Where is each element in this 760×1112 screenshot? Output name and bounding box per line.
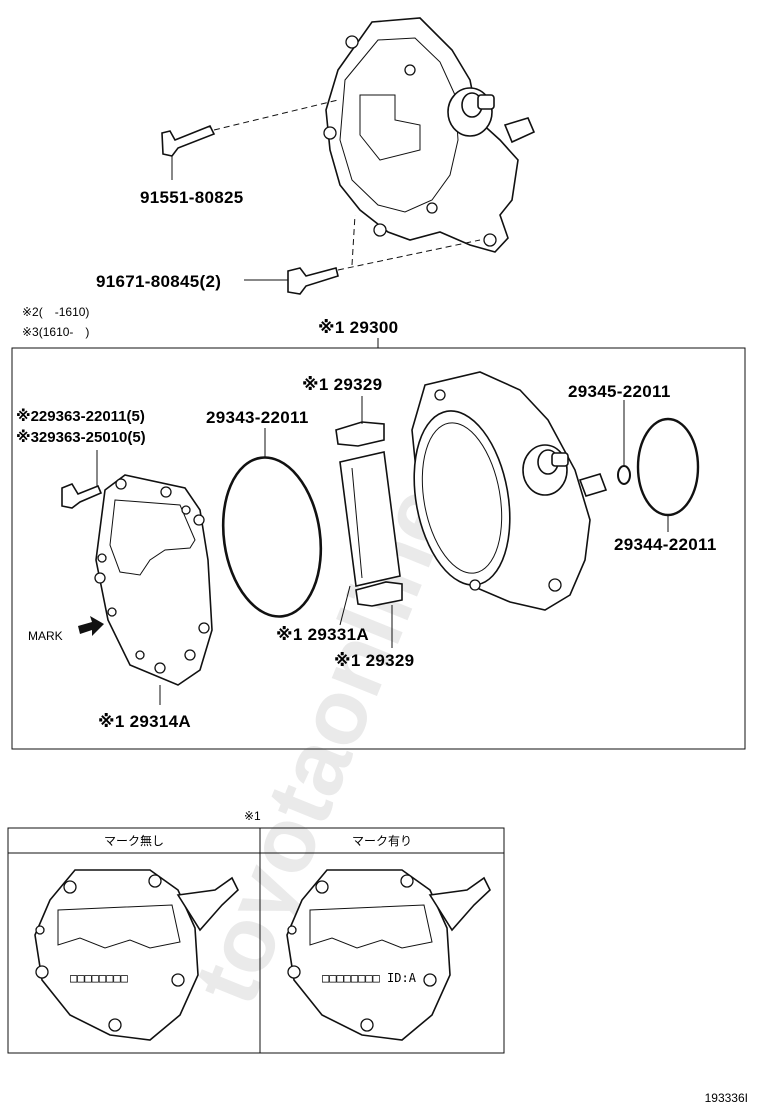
- o-ring-small: [617, 400, 631, 485]
- o-ring-small-label: 29345-22011: [568, 382, 671, 401]
- screw: [61, 450, 103, 509]
- bolt-label-1: 91551-80825: [140, 188, 244, 207]
- o-ring-right-label: 29344-22011: [614, 535, 717, 554]
- cover-plate: [94, 474, 213, 705]
- cover-label: ※1 29314A: [98, 712, 191, 731]
- o-ring-large: [221, 428, 323, 618]
- rotor: [339, 451, 401, 626]
- bolt-label-2: 91671-80845(2): [96, 272, 221, 291]
- bolt-91671-80845: [244, 214, 481, 295]
- vane-bottom: [355, 581, 403, 648]
- bolt-91551-80825: [161, 99, 339, 180]
- vane-top: [335, 396, 385, 447]
- screw-label-a: ※229363-22011(5): [16, 407, 145, 425]
- mark-comparison-table: [7, 827, 505, 1054]
- mark-label: MARK: [28, 629, 63, 643]
- col2-stamp: □□□□□□□□ ID:A: [322, 971, 417, 985]
- rotor-label: ※1 29331A: [276, 625, 369, 644]
- o-ring-large-label: 29343-22011: [206, 408, 309, 427]
- exploded-view-box: [11, 347, 746, 750]
- cover-with-mark: [286, 869, 491, 1041]
- cover-no-mark: [34, 869, 239, 1041]
- col1-stamp: □□□□□□□□: [70, 971, 128, 985]
- note-2: ※2( -1610): [22, 305, 89, 319]
- vane-bottom-label: ※1 29329: [334, 651, 414, 670]
- screw-label-b: ※329363-25010(5): [16, 428, 146, 446]
- pump-housing: [411, 371, 608, 611]
- col1-header: マーク無し: [104, 833, 164, 848]
- col2-header: マーク有り: [352, 834, 412, 848]
- diagram-id: 193336I: [705, 1091, 748, 1105]
- o-ring-right: [636, 417, 700, 532]
- table-ref: ※1: [244, 809, 261, 823]
- assembly-label: ※1 29300: [318, 318, 398, 337]
- vane-top-label: ※1 29329: [302, 375, 382, 394]
- vacuum-pump-top-illustration: [323, 17, 536, 253]
- mark-arrow-icon: [78, 616, 104, 636]
- note-3: ※3(1610- ): [22, 325, 89, 339]
